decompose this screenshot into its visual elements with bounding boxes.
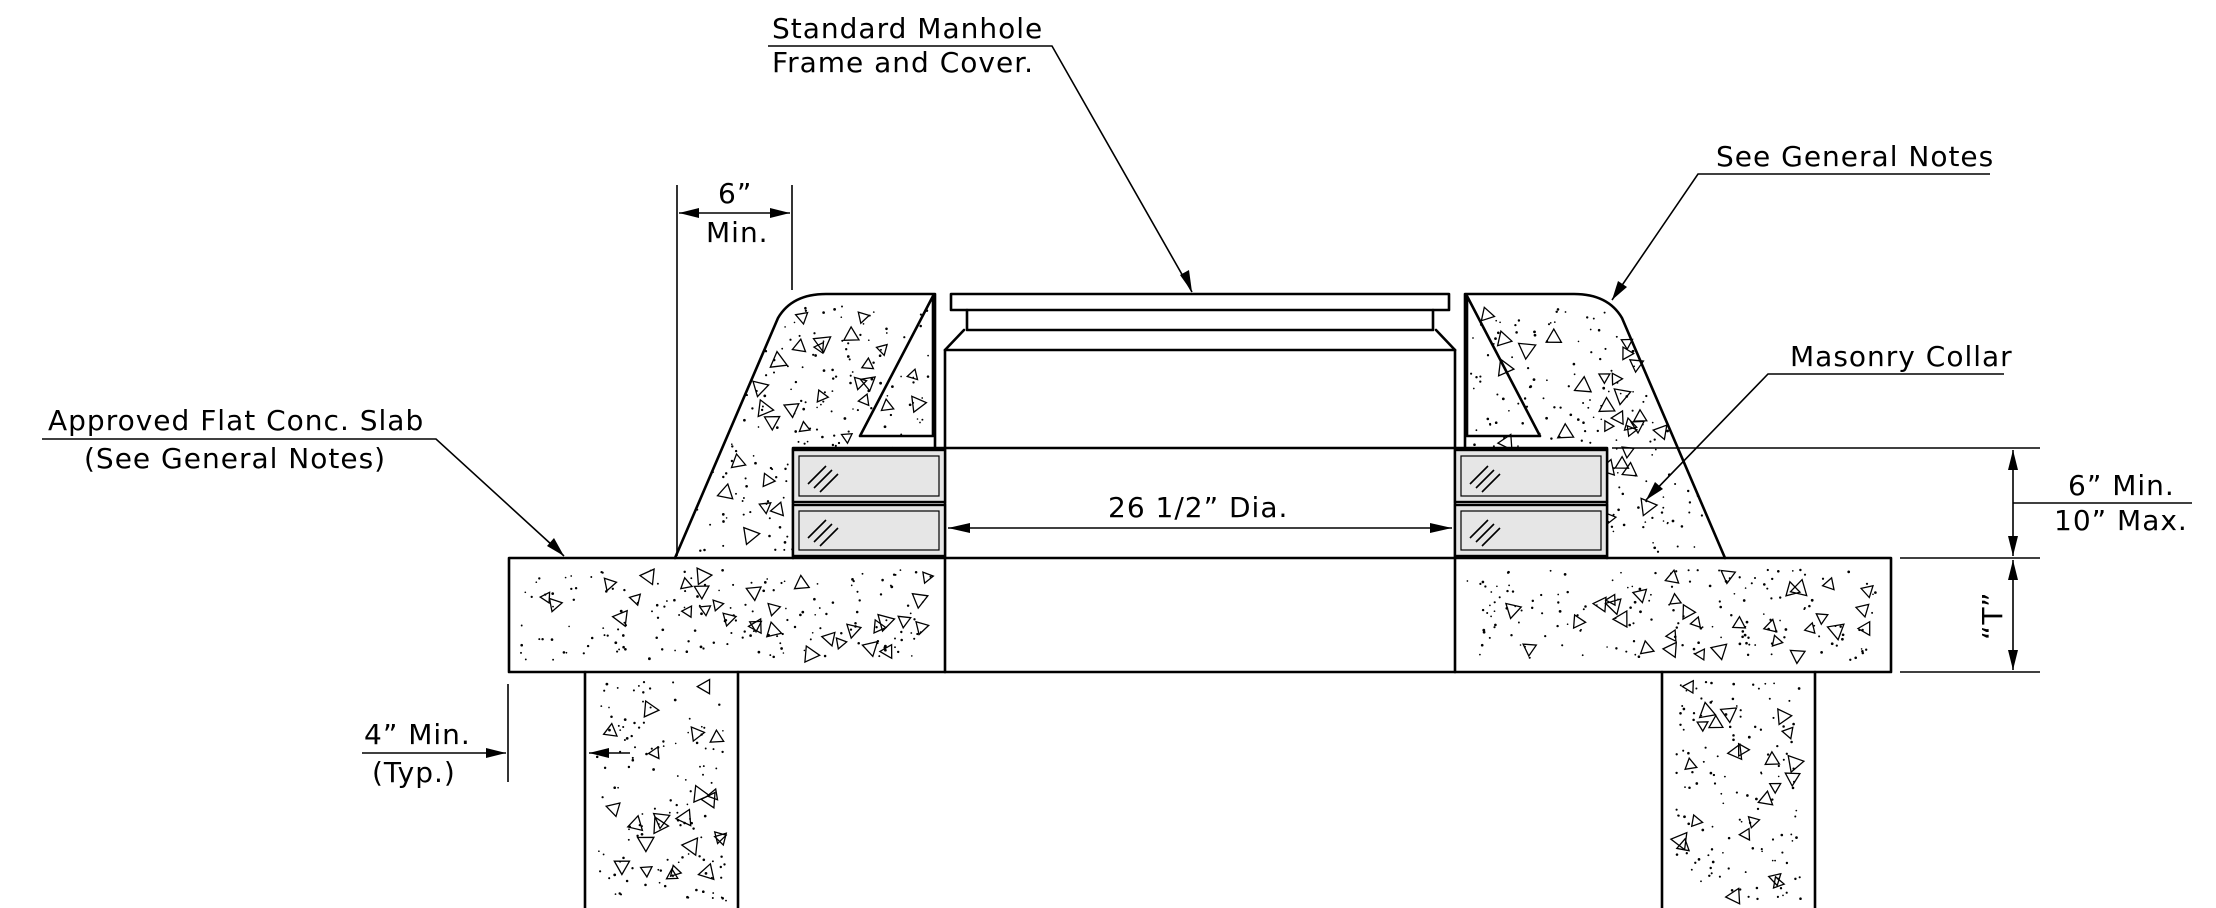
thickness-label: “T”: [1976, 592, 2009, 641]
general-notes-callout: See General Notes: [1716, 140, 1994, 173]
min6-arrow-left: [679, 208, 699, 218]
min6-bottom-label: Min.: [706, 216, 769, 249]
frame-flange-left: [858, 294, 935, 438]
slab-callout-arrow: [547, 538, 564, 556]
brick-course-right: [1453, 448, 1609, 558]
cover-lip: [965, 308, 1435, 332]
concrete-stipple: [520, 305, 1877, 905]
masonry-collar-leader: [1645, 373, 2004, 501]
min6-arrow-right: [770, 208, 790, 218]
wall-min-arrow-left: [486, 748, 506, 758]
wall-min-line1: 4” Min.: [364, 718, 471, 751]
collar-max-label: 10” Max.: [2054, 504, 2188, 537]
collar-min-label: 6” Min.: [2068, 469, 2175, 502]
diameter-arrow-right: [1430, 523, 1452, 533]
general-notes-leader: [1611, 173, 1990, 301]
frame-chamfer-right: [1434, 328, 1457, 352]
slab-callout-line2: (See General Notes): [84, 442, 386, 475]
frame-callout-line2: Frame and Cover.: [772, 46, 1034, 79]
masonry-collar-callout: Masonry Collar: [1790, 340, 2013, 373]
general-notes-arrow: [1612, 281, 1627, 300]
brick-course-left: [791, 448, 947, 558]
collar-height-arrow-top: [2008, 450, 2018, 470]
collar-left: [673, 292, 937, 560]
collar-right: [1463, 292, 1727, 560]
diameter-arrow-left: [948, 523, 970, 533]
frame-callout-arrow: [1180, 270, 1192, 292]
wall-min-line2: (Typ.): [372, 756, 456, 789]
frame-flange-right: [1465, 294, 1542, 438]
frame-callout-leader: [768, 45, 1193, 293]
collar-height-arrow-bottom: [2008, 536, 2018, 556]
wall-min-arrow-right: [589, 748, 609, 758]
slab-callout-leader: [42, 438, 565, 557]
slab-thickness-arrow-bottom: [2008, 650, 2018, 670]
frame-callout-line1: Standard Manhole: [772, 12, 1043, 45]
slab-thickness-arrow-top: [2008, 560, 2018, 580]
slab-right: [1453, 556, 1893, 674]
masonry-collar-arrow: [1646, 482, 1663, 500]
slab-left: [507, 556, 947, 674]
cover-lid: [949, 292, 1451, 312]
frame-chamfer-left: [943, 328, 966, 352]
slab-callout-line1: Approved Flat Conc. Slab: [48, 404, 424, 437]
min6-top-label: 6”: [718, 177, 752, 210]
diameter-label: 26 1/2” Dia.: [1108, 491, 1288, 524]
